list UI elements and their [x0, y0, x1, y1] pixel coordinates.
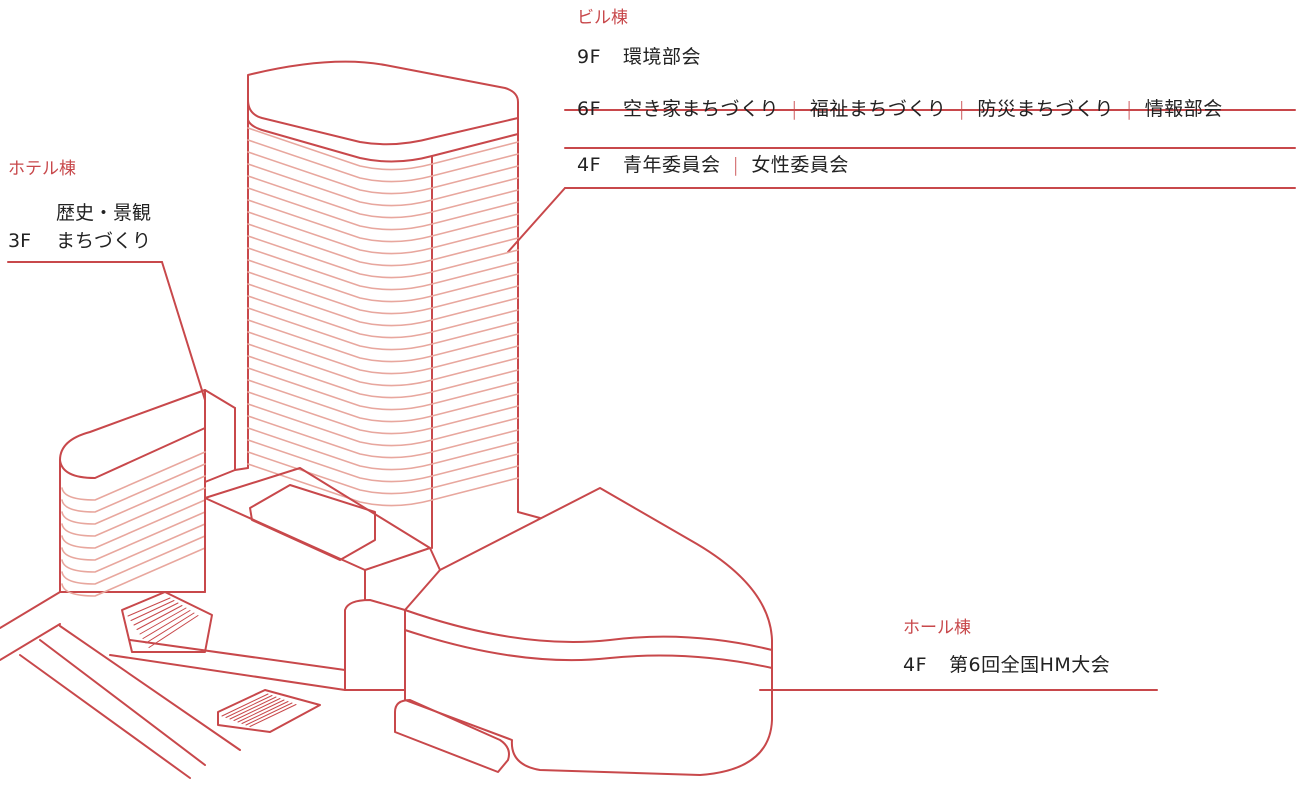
- tower-stripe: [247, 439, 519, 483]
- floor-item: 女性委員会: [751, 154, 849, 176]
- floor-label: 4F: [577, 154, 602, 176]
- tower-building: [247, 60, 519, 549]
- stair-stripe: [136, 605, 183, 630]
- tower-stripe: [247, 259, 519, 303]
- floor-item: 防災まちづくり: [977, 98, 1114, 120]
- tower-stripe: [247, 379, 519, 423]
- tower-stripe: [247, 463, 519, 507]
- hotel-stripe: [61, 535, 206, 585]
- stair-stripe: [145, 612, 195, 644]
- tower-stripe: [247, 235, 519, 279]
- hotel-stripe: [61, 487, 206, 537]
- stair-stripe: [245, 702, 293, 726]
- hotel-stripe: [61, 475, 206, 525]
- tower-stripe: [247, 151, 519, 195]
- tower-stripe: [247, 295, 519, 339]
- floor-item: 福祉まちづくり: [809, 98, 947, 120]
- separator: |: [732, 154, 740, 176]
- tower-stripe: [247, 211, 519, 255]
- hotel-stripe: [61, 523, 206, 573]
- building-floor-6f: 6F 空き家まちづくり | 福祉まちづくり | 防災まちづくり | 情報部会: [577, 100, 1223, 119]
- separator: |: [1125, 98, 1133, 120]
- stair-stripes: [127, 597, 297, 727]
- hotel-wing-title: ホテル棟: [8, 159, 76, 179]
- tower-stripe: [247, 127, 519, 171]
- ground-paths: [0, 591, 346, 779]
- stair-stripe: [148, 615, 199, 648]
- tower-stripe: [247, 139, 519, 183]
- floor-item: 第6回全国HM大会: [949, 654, 1111, 676]
- stair-stripe: [233, 698, 281, 721]
- tower-stripe: [247, 271, 519, 315]
- hotel-item-line2: まちづくり: [56, 230, 152, 252]
- floor-item: 空き家まちづくり: [623, 98, 780, 120]
- stair-stripe: [225, 695, 273, 718]
- building-callout-lines: [507, 109, 1296, 253]
- floor-item: 環境部会: [623, 46, 702, 68]
- separator: |: [791, 98, 798, 120]
- separator: |: [958, 98, 966, 120]
- stair-stripe: [142, 610, 191, 639]
- tower-stripe: [247, 175, 519, 219]
- floor-label: 9F: [577, 46, 602, 68]
- hotel-stripe: [61, 451, 206, 501]
- hotel-callout-line: [7, 261, 206, 401]
- hotel-stripe: [61, 511, 206, 561]
- stair-stripe: [221, 693, 269, 717]
- tower-stripe: [247, 391, 519, 435]
- hotel-floor-label: 3F: [8, 230, 32, 252]
- tower-stripe: [247, 187, 519, 231]
- tower-stripe: [247, 331, 519, 375]
- floor-label: 6F: [577, 98, 602, 120]
- stair-stripe: [139, 607, 187, 635]
- floor-item: 青年委員会: [623, 154, 721, 176]
- building-floor-9f: 9F 環境部会: [577, 48, 701, 67]
- stair-stripe: [130, 600, 175, 621]
- building-floor-4f: 4F 青年委員会 | 女性委員会: [577, 156, 849, 175]
- stair-stripe: [237, 699, 285, 723]
- stair-stripe: [241, 701, 289, 724]
- stair-stripe: [133, 602, 179, 626]
- tower-stripe: [247, 343, 519, 387]
- hall-wing-title: ホール棟: [903, 618, 971, 638]
- hotel-building: [59, 389, 236, 597]
- floor-label: 4F: [903, 654, 928, 676]
- tower-stripe: [247, 367, 519, 411]
- tower-stripe: [247, 451, 519, 495]
- hotel-stripe: [61, 499, 206, 549]
- hotel-stripe: [61, 547, 206, 597]
- hotel-stripe: [61, 463, 206, 513]
- floor-item: 情報部会: [1144, 98, 1223, 120]
- tower-stripe: [247, 403, 519, 447]
- tower-stripe: [247, 163, 519, 207]
- tower-stripe: [247, 223, 519, 267]
- tower-stripe: [247, 283, 519, 327]
- tower-floor-stripes: [247, 127, 519, 507]
- hall-floor-4f: 4F 第6回全国HM大会: [903, 656, 1110, 675]
- tower-stripe: [247, 319, 519, 363]
- tower-stripe: [247, 415, 519, 459]
- hall-building: [344, 487, 773, 776]
- tower-stripe: [247, 427, 519, 471]
- hotel-floor-stripes: [61, 451, 206, 597]
- stair-stripe: [127, 597, 171, 617]
- tower-stripe: [247, 199, 519, 243]
- podium-block: [204, 407, 541, 601]
- stair-stripe: [229, 696, 277, 720]
- tower-stripe: [247, 247, 519, 291]
- tower-stripe: [247, 307, 519, 351]
- stair-stripe: [249, 704, 297, 727]
- building-wing-title: ビル棟: [577, 8, 628, 28]
- tower-stripe: [247, 355, 519, 399]
- hotel-item-line1: 歴史・景観: [56, 202, 152, 224]
